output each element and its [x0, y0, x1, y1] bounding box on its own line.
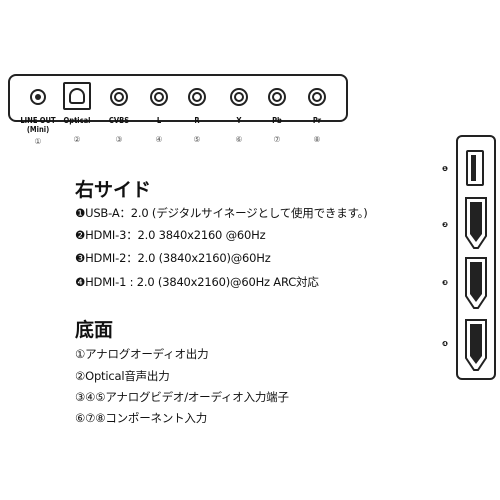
- optical-port-icon: [63, 82, 91, 110]
- side-port-number-4: ❹: [442, 340, 448, 348]
- side-port-number-3: ❸: [442, 279, 448, 287]
- port-number-8: ⑧: [313, 135, 321, 144]
- port-label-y: Y: [236, 116, 242, 125]
- port-number-6: ⑥: [235, 135, 243, 144]
- port-label-pr: Pr: [312, 116, 322, 125]
- port-label-cvbs: CVBS: [108, 116, 130, 125]
- bottom-port-panel: [8, 74, 348, 122]
- bottom-side-line-4: ⑥⑦⑧コンポーネント入力: [75, 411, 208, 425]
- port-label-line-out: LINE OUT (Mini): [20, 116, 56, 134]
- port-number-5: ⑤: [193, 135, 201, 144]
- rca-jack-icon: [308, 88, 326, 106]
- bottom-side-title: 底面: [75, 319, 114, 341]
- right-side-line-2: ❷HDMI-3：2.0 3840x2160 @60Hz: [75, 228, 266, 242]
- rca-jack-icon: [150, 88, 168, 106]
- rca-jack-icon: [188, 88, 206, 106]
- right-side-line-3: ❸HDMI-2：2.0 (3840x2160)@60Hz: [75, 251, 271, 265]
- bottom-side-line-1: ①アナログオーディオ出力: [75, 347, 209, 361]
- port-label-r: R: [194, 116, 200, 125]
- hdmi-port-icon: [465, 257, 487, 309]
- bottom-side-line-3: ③④⑤アナログビデオ/オーディオ入力端子: [75, 390, 289, 404]
- rca-jack-icon: [230, 88, 248, 106]
- hdmi-port-icon: [465, 197, 487, 249]
- usb-a-icon: [466, 150, 484, 186]
- port-number-2: ②: [73, 135, 81, 144]
- rca-jack-icon: [110, 88, 128, 106]
- port-label-pb: Pb: [272, 116, 282, 125]
- right-side-line-1: ❶USB-A：2.0 (デジタルサイネージとして使用できます。): [75, 206, 368, 220]
- hdmi-port-icon: [465, 319, 487, 371]
- port-number-7: ⑦: [273, 135, 281, 144]
- right-side-line-4: ❹HDMI-1 : 2.0 (3840x2160)@60Hz ARC対応: [75, 275, 319, 289]
- right-side-title: 右サイド: [75, 179, 152, 201]
- port-label-l: L: [156, 116, 162, 125]
- mini-jack-icon: [30, 89, 46, 105]
- bottom-side-line-2: ②Optical音声出力: [75, 369, 170, 383]
- rca-jack-icon: [268, 88, 286, 106]
- side-port-number-1: ❶: [442, 165, 448, 173]
- port-number-1: ①: [34, 137, 42, 146]
- port-number-3: ③: [115, 135, 123, 144]
- port-label-optical: Optical: [63, 116, 91, 125]
- side-port-number-2: ❷: [442, 221, 448, 229]
- port-number-4: ④: [155, 135, 163, 144]
